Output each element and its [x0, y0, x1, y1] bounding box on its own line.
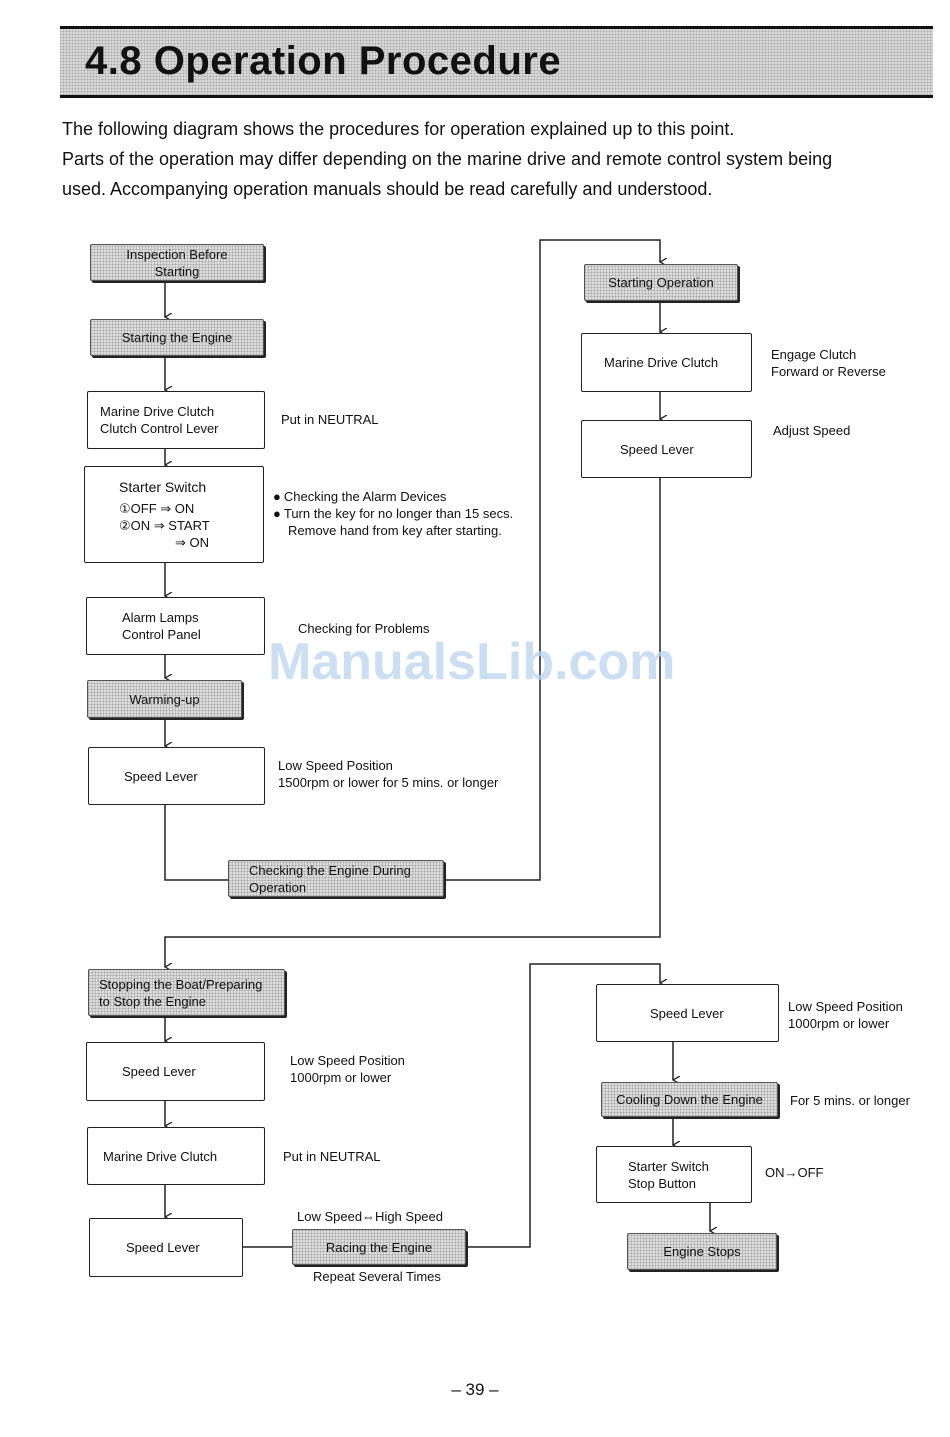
step-label: Marine Drive Clutch: [103, 1148, 218, 1164]
step-substep-2: ②ON ⇒ START: [119, 517, 210, 533]
note-alarm-devices: Checking the Alarm Devices: [273, 488, 447, 505]
step-label: Cooling Down the Engine: [616, 1092, 763, 1107]
page-number: – 39 –: [451, 1380, 499, 1399]
note-1000rpm: 1000rpm or lower: [290, 1070, 392, 1085]
step-label-line-2: to Stop the Engine: [99, 993, 206, 1009]
step-label-line-1: Stopping the Boat/Preparing: [99, 976, 263, 992]
step-marine-drive-clutch-engage: Marine Drive Clutch: [581, 333, 752, 392]
arrow-racing-to-speed: [466, 963, 660, 1248]
step-label-line-2: Clutch Control Lever: [100, 421, 219, 436]
arrow-speed-to-stopping: [165, 478, 661, 967]
note-low-speed-position: Low Speed Position: [278, 758, 393, 773]
step-label: Racing the Engine: [325, 1239, 433, 1255]
intro-line-1: The following diagram shows the procedur…: [62, 119, 735, 139]
step-checking-engine-during-operation: Checking the Engine During Operation: [228, 860, 444, 897]
note-low-high-speed: Low Speed⇔High Speed: [297, 1209, 443, 1224]
note-adjust-speed: Adjust Speed: [773, 423, 851, 438]
intro-line-2: Parts of the operation may differ depend…: [62, 149, 833, 169]
step-speed-lever-racing: Speed Lever: [89, 1218, 243, 1277]
step-label: Speed Lever: [650, 1005, 724, 1021]
line-speed-to-checking: [164, 805, 228, 881]
step-label: Starting the Engine: [121, 330, 233, 345]
step-label: Inspection Before Starting: [126, 246, 228, 279]
step-starter-switch-stop: Starter Switch Stop Button: [596, 1146, 752, 1203]
step-label: Speed Lever: [122, 1064, 196, 1079]
note-1000rpm-2: 1000rpm or lower: [788, 1016, 890, 1031]
note-repeat-several-times: Repeat Several Times: [313, 1269, 441, 1284]
step-racing-the-engine: Racing the Engine: [292, 1229, 466, 1265]
page-title: 4.8 Operation Procedure: [85, 39, 562, 83]
step-label: Engine Stops: [663, 1244, 741, 1259]
step-speed-lever-low: Speed Lever: [88, 747, 265, 805]
step-label: Speed Lever: [124, 768, 198, 784]
note-checking-problems: Checking for Problems: [298, 621, 430, 636]
step-stopping-the-boat: Stopping the Boat/Preparing to Stop the …: [88, 969, 285, 1016]
note-put-in-neutral-2: Put in NEUTRAL: [283, 1149, 381, 1164]
step-substep-3: ⇒ ON: [175, 534, 210, 550]
step-label: Marine Drive Clutch: [604, 355, 719, 370]
arrow-checking-to-starting-operation: [444, 239, 660, 881]
note-remove-hand: Remove hand from key after starting.: [288, 523, 502, 538]
step-label: Starting Operation: [608, 275, 714, 290]
note-turn-key: Turn the key for no longer than 15 secs.: [273, 505, 513, 522]
step-label-line-1: Alarm Lamps: [122, 610, 199, 625]
note-put-in-neutral: Put in NEUTRAL: [281, 412, 379, 427]
step-marine-drive-clutch: Marine Drive Clutch Clutch Control Lever: [87, 391, 265, 449]
step-label-line-2: Control Panel: [122, 627, 201, 642]
note-engage-clutch: Engage Clutch: [771, 347, 857, 362]
step-label-line-1: Starter Switch: [628, 1158, 709, 1174]
step-marine-drive-clutch-neutral: Marine Drive Clutch: [87, 1127, 265, 1185]
step-speed-lever-adjust: Speed Lever: [581, 420, 752, 478]
step-label: Speed Lever: [126, 1240, 200, 1255]
watermark: ManualsLib.com: [268, 633, 676, 691]
note-forward-reverse: Forward or Reverse: [771, 364, 886, 379]
step-label-line-1: Marine Drive Clutch: [100, 404, 215, 419]
intro-line-3: used. Accompanying operation manuals sho…: [62, 179, 713, 199]
note-low-speed-position-2: Low Speed Position: [290, 1053, 405, 1068]
step-warming-up: Warming-up: [87, 680, 242, 718]
step-starting-the-engine: Starting the Engine: [90, 319, 264, 356]
step-title: Starter Switch: [119, 478, 207, 495]
step-substep-1: ①OFF ⇒ ON: [119, 500, 195, 516]
section-title-bar: 4.8 Operation Procedure: [60, 26, 933, 98]
step-label-line-2: Stop Button: [628, 1175, 696, 1191]
note-1500rpm: 1500rpm or lower for 5 mins. or longer: [278, 775, 499, 790]
step-starter-switch: Starter Switch ①OFF ⇒ ON ②ON ⇒ START ⇒ O…: [84, 466, 264, 563]
step-label-line-2: Operation: [249, 879, 307, 895]
step-alarm-lamps: Alarm Lamps Control Panel: [86, 597, 265, 655]
step-label-line-1: Checking the Engine During: [249, 862, 411, 878]
note-5-mins: For 5 mins. or longer: [790, 1093, 910, 1108]
step-inspection-before-starting: Inspection Before Starting: [90, 244, 264, 281]
step-cooling-down: Cooling Down the Engine: [601, 1082, 778, 1117]
step-label: Speed Lever: [620, 441, 694, 457]
step-label: Warming-up: [129, 691, 200, 707]
step-engine-stops: Engine Stops: [627, 1233, 777, 1270]
step-speed-lever-cool: Speed Lever: [596, 984, 779, 1042]
note-on-off: ON→OFF: [765, 1165, 824, 1180]
step-starting-operation: Starting Operation: [584, 264, 738, 301]
step-speed-lever-stop: Speed Lever: [86, 1042, 265, 1101]
note-low-speed-position-3: Low Speed Position: [788, 999, 903, 1014]
